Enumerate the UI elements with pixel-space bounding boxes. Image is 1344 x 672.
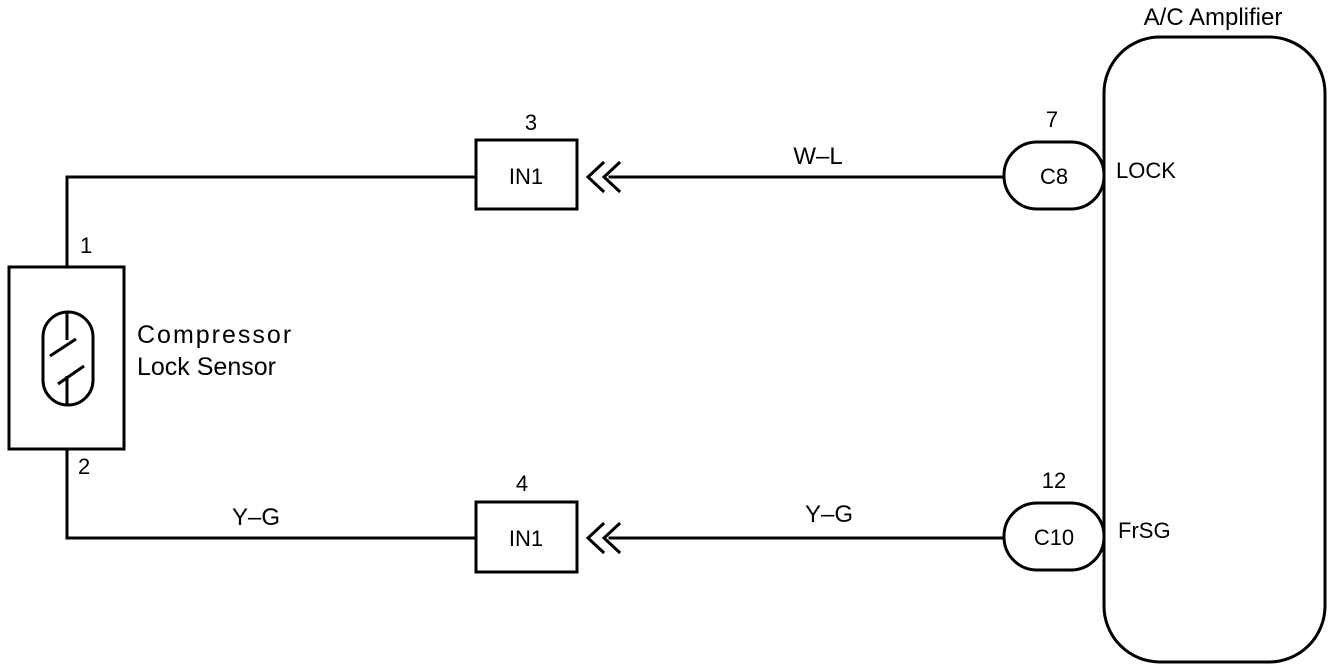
- amplifier-connector-c10-label: C10: [1034, 525, 1074, 550]
- junction-pin-3-label: 3: [525, 110, 537, 135]
- amplifier-pin-7-label: 7: [1046, 107, 1058, 132]
- ac-amplifier-title: A/C Amplifier: [1144, 4, 1283, 31]
- amplifier-connector-c8-label: C8: [1040, 164, 1068, 189]
- amplifier-connector-c10: [1002, 501, 1106, 572]
- junction-connector-upper: [474, 138, 579, 211]
- connector-arrow-lower: [585, 521, 622, 555]
- sensor-switch-lower: [57, 364, 85, 386]
- ac-amplifier-body: [1102, 35, 1327, 664]
- sensor-switch-upper: [49, 337, 77, 358]
- wire-color-lower-left: Y–G: [232, 504, 280, 531]
- connector-arrow-upper: [585, 160, 622, 194]
- wire-color-lower-right: Y–G: [805, 501, 853, 528]
- amplifier-connector-c8: [1002, 140, 1106, 211]
- sensor-pin-2-label: 2: [78, 454, 90, 479]
- junction-pin-4-label: 4: [516, 471, 528, 496]
- amplifier-pin-12-label: 12: [1042, 468, 1066, 493]
- sensor-name-line-2: Lock Sensor: [137, 353, 276, 381]
- junction-connector-lower-label: IN1: [509, 526, 543, 551]
- amplifier-signal-frsg: FrSG: [1118, 518, 1171, 543]
- sensor-name-line-1: Compressor: [137, 321, 293, 349]
- junction-connector-lower: [474, 500, 579, 574]
- wire-color-upper-right: W–L: [793, 143, 842, 170]
- junction-connector-upper-label: IN1: [509, 164, 543, 189]
- upper-wire-left: [65, 175, 478, 314]
- sensor-pin-1-label: 1: [80, 233, 92, 258]
- amplifier-signal-lock: LOCK: [1116, 158, 1176, 183]
